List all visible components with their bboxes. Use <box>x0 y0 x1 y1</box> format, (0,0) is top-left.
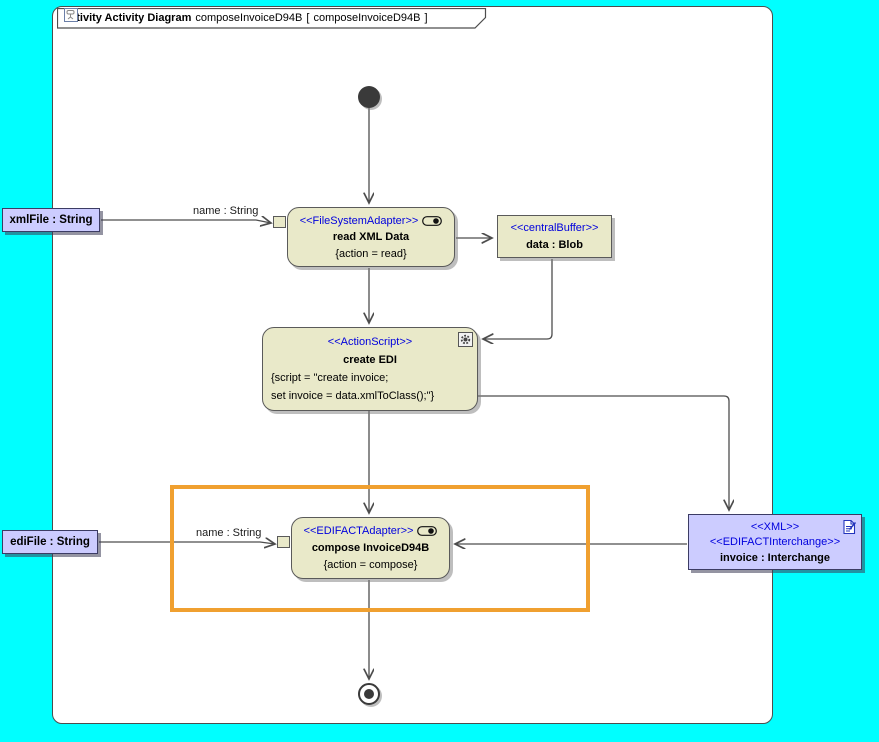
adapter-toggle-icon <box>422 215 443 226</box>
createedi-script-line2: set invoice = data.xmlToClass();"} <box>271 390 435 402</box>
bracket-close: ] <box>424 12 428 24</box>
action-read-xml-data[interactable]: <<FileSystemAdapter>> read XML Data {act… <box>287 207 455 267</box>
central-buffer-data-blob[interactable]: <<centralBuffer>> data : Blob <box>497 215 612 258</box>
read-stereotype: <<FileSystemAdapter>> <box>299 214 419 227</box>
read-pin-label: name : String <box>193 205 259 217</box>
diagram-frame-header: activity Activity Diagram composeInvoice… <box>57 8 487 29</box>
compose-action-constraint: {action = compose} <box>323 559 418 571</box>
frame-header-pentagon <box>57 8 487 29</box>
compose-pin-label: name : String <box>196 527 262 539</box>
diagram-name: composeInvoiceD94B <box>195 12 303 24</box>
read-action-name: read XML Data <box>332 231 410 243</box>
createedi-name: create EDI <box>343 354 397 366</box>
invoice-stereotype-xml: <<XML>> <box>750 520 800 533</box>
buffer-stereotype: <<centralBuffer>> <box>510 222 599 235</box>
gear-icon <box>458 332 473 347</box>
read-input-pin[interactable] <box>273 216 286 228</box>
activity-final-node[interactable] <box>358 683 380 705</box>
createedi-script-line1: {script = "create invoice; <box>271 372 389 384</box>
action-compose-invoiced94b[interactable]: <<EDIFACTAdapter>> compose InvoiceD94B {… <box>291 517 450 579</box>
edifile-label: ediFile : String <box>10 536 90 548</box>
initial-node[interactable] <box>358 86 380 108</box>
read-action-constraint: {action = read} <box>335 247 407 260</box>
param-xmlfile[interactable]: xmlFile : String <box>2 208 100 232</box>
createedi-stereotype: <<ActionScript>> <box>327 336 413 348</box>
diagram-ref-name: composeInvoiceD94B <box>313 12 421 24</box>
diagram-keyword-label: activity Activity Diagram <box>64 12 192 24</box>
compose-stereotype: <<EDIFACTAdapter>> <box>303 525 414 537</box>
bracket-open: [ <box>306 12 310 24</box>
object-invoice-interchange[interactable]: <<XML>> <<EDIFACTInterchange>> invoice :… <box>688 514 862 570</box>
selection-highlight-rect <box>170 485 590 612</box>
xmlfile-label: xmlFile : String <box>9 214 93 226</box>
adapter-toggle-icon <box>417 526 438 536</box>
compose-action-name: compose InvoiceD94B <box>311 542 430 554</box>
final-node-dot <box>364 689 374 699</box>
compose-input-pin[interactable] <box>277 536 290 548</box>
invoice-stereotype-edifact: <<EDIFACTInterchange>> <box>709 536 841 548</box>
param-edifile[interactable]: ediFile : String <box>2 530 98 554</box>
diagram-title: activity Activity Diagram composeInvoice… <box>64 8 428 28</box>
activity-diagram-icon <box>64 8 78 22</box>
action-create-edi[interactable]: <<ActionScript>> create EDI {script = "c… <box>262 327 478 411</box>
document-icon <box>842 519 857 538</box>
buffer-name: data : Blob <box>526 238 583 251</box>
invoice-name: invoice : Interchange <box>719 551 831 564</box>
